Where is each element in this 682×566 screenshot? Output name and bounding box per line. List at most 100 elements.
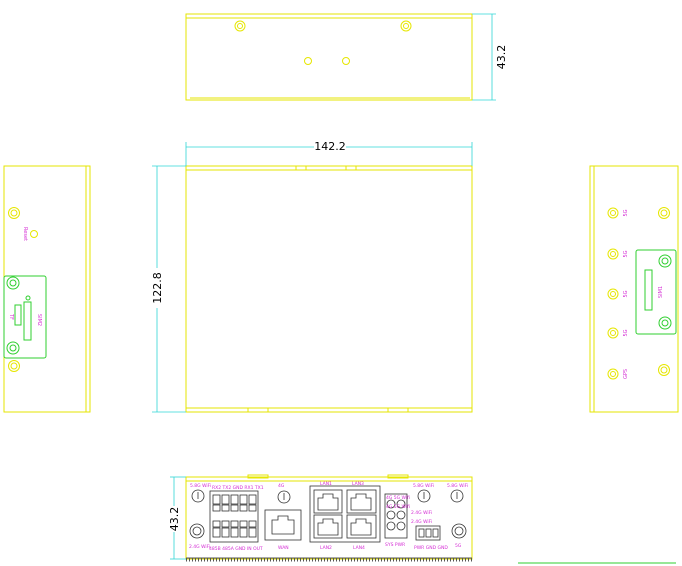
led-panel xyxy=(384,493,408,539)
antenna-port-1-inner xyxy=(610,210,616,216)
label-sys-pwr: SYS PWR xyxy=(385,542,405,548)
right-view: 5G 5G 5G 5G GPS SIM1 xyxy=(589,165,679,413)
lan4-port xyxy=(346,514,377,539)
terminal-top-screw-1 xyxy=(212,504,221,512)
front-view: 43.2 5.8G WiFi RX2 TX2 GND RX1 TX1 4G LA… xyxy=(167,474,473,562)
led-indicators: 4G 5G Wifi 4G 5G Wifi 2.4G WiFi 2.4G WiF… xyxy=(384,493,432,539)
plan-tab-4 xyxy=(387,407,409,413)
4g-antenna xyxy=(277,490,291,504)
terminal-top-screw-5 xyxy=(248,504,257,512)
sim1-screw-bottom xyxy=(658,316,672,330)
5g-antenna-right xyxy=(451,523,467,539)
sim2-screw-bottom-inner xyxy=(9,344,17,352)
5g-antenna-right-inner xyxy=(454,526,464,536)
label-wifi24-left: 2.4G WiFi xyxy=(189,544,210,550)
front-view-outline xyxy=(185,476,473,560)
lan3-port xyxy=(346,489,377,514)
terminal-top-slot-5 xyxy=(248,494,257,505)
lan3-jack xyxy=(350,493,372,511)
wifi24-antenna-left-inner xyxy=(192,526,202,536)
plan-view-outline xyxy=(185,165,473,413)
tf-label: TF xyxy=(8,313,14,320)
left-view-outline xyxy=(3,165,91,413)
right-antenna-ports: 5G 5G 5G 5G GPS xyxy=(607,207,629,380)
reset-button xyxy=(30,230,38,238)
terminal-bottom-screw-2 xyxy=(221,520,230,528)
plan-width-text-bg xyxy=(314,140,346,152)
sim1-screw-top-inner xyxy=(661,257,669,265)
plan-view: 142.2 122.8 xyxy=(150,140,473,413)
label-5g-right: 5G xyxy=(455,543,462,549)
lan2-port xyxy=(313,514,343,539)
label-wifi-right1: 5.8G WiFi xyxy=(413,483,434,489)
label-lan3: LAN3 xyxy=(352,481,364,487)
terminal-block xyxy=(209,490,259,543)
right-view-outline xyxy=(589,165,679,413)
left-screw-top-inner xyxy=(10,209,18,217)
plan-depth-text-bg xyxy=(150,268,164,308)
antenna-port-4-inner xyxy=(610,330,616,336)
right-screw-top xyxy=(658,207,670,219)
sim1-screw-top xyxy=(658,254,672,268)
antenna-port-1 xyxy=(607,207,619,219)
front-base-ribs xyxy=(186,557,472,562)
antenna-port-2-inner xyxy=(610,251,616,257)
terminal-bottom-slot-1 xyxy=(212,527,221,538)
wifi24-antenna-left xyxy=(189,523,205,539)
terminal-bottom-screw-4 xyxy=(239,520,248,528)
wifi-antenna-right2 xyxy=(450,489,464,503)
led-3 xyxy=(386,510,396,520)
left-screw-bottom-inner xyxy=(10,362,18,370)
front-tab-1 xyxy=(247,474,269,479)
led-2 xyxy=(396,499,406,509)
terminal-top-screw-4 xyxy=(239,504,248,512)
sim1-slot xyxy=(644,269,653,311)
top-view-flange xyxy=(185,13,473,19)
label-wifi-right2: 5.8G WiFi xyxy=(447,483,468,489)
label-lan1: LAN1 xyxy=(320,481,332,487)
label-wifi24b: 2.4G WiFi xyxy=(411,519,432,525)
led-4 xyxy=(396,510,406,520)
terminal-bottom-slot-3 xyxy=(230,527,239,538)
reset-label: Reset xyxy=(22,227,28,241)
wan-port xyxy=(264,509,302,541)
antenna-port-gps xyxy=(607,368,619,380)
power-connector xyxy=(415,525,441,541)
front-dim-text-bg xyxy=(167,506,181,532)
label-lan4: LAN4 xyxy=(353,545,365,551)
sim1-label: SIM1 xyxy=(658,286,664,298)
sim2-label: SIM2 xyxy=(36,314,42,326)
top-view-screw-right-inner xyxy=(403,23,409,29)
plan-tab-1 xyxy=(295,165,307,171)
terminal-top-slot-1 xyxy=(212,494,221,505)
lan4-jack xyxy=(350,518,372,536)
label-wifi-left: 5.8G WiFi xyxy=(190,483,211,489)
antenna-port-2 xyxy=(607,248,619,260)
width-dimension: 142.2 xyxy=(314,140,346,153)
right-screw-top-inner xyxy=(660,209,668,217)
terminal-top-screw-2 xyxy=(221,504,230,512)
lan-port-frame xyxy=(309,485,381,543)
port-label-gps: GPS xyxy=(623,369,629,379)
label-lan2: LAN2 xyxy=(320,545,332,551)
antenna-port-3 xyxy=(607,288,619,300)
lan1-jack xyxy=(317,493,339,511)
sim1-screw-bottom-inner xyxy=(661,319,669,327)
wifi-antenna-left xyxy=(191,489,205,503)
label-wan: WAN xyxy=(278,545,289,551)
top-view-screw-left xyxy=(234,20,246,32)
label-power: PWR GND GND xyxy=(414,545,448,551)
tf-slot xyxy=(14,304,22,326)
sim2-eject xyxy=(25,295,31,301)
lan1-port xyxy=(313,489,343,514)
terminal-bottom-slot-2 xyxy=(221,527,230,538)
antenna-port-4 xyxy=(607,327,619,339)
wifi-antenna-right1 xyxy=(417,489,431,503)
label-terminal-bottom: 485B 485A GND IN OUT xyxy=(209,546,263,552)
top-view-screw-left-inner xyxy=(237,23,243,29)
front-tab-2 xyxy=(387,474,409,479)
top-view-hole-right xyxy=(342,57,350,65)
plan-tab-2 xyxy=(345,165,357,171)
terminal-top-slot-4 xyxy=(239,494,248,505)
